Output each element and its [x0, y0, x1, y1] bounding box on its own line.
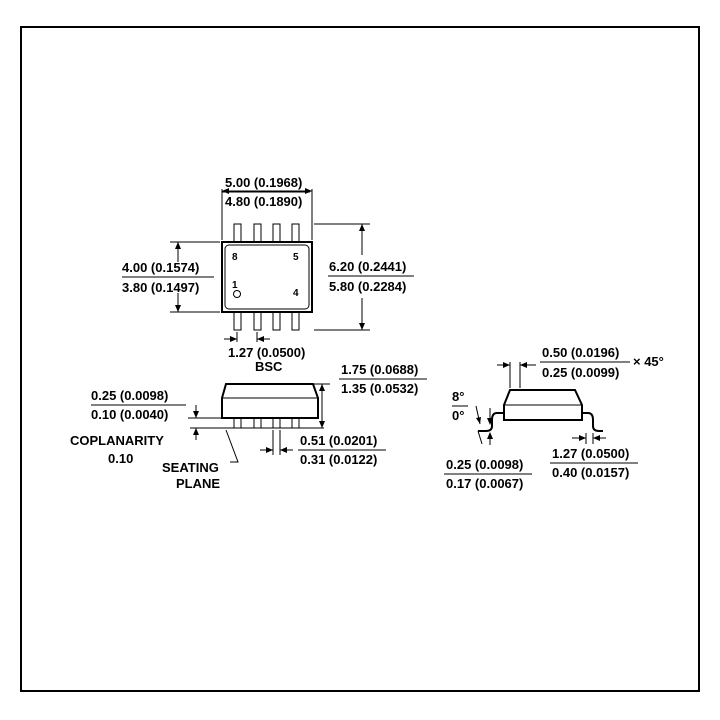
pitch-bsc-label: BSC: [255, 359, 283, 374]
height-min-label: 1.35 (0.0532): [341, 381, 418, 396]
standoff-min-label: 0.10 (0.0040): [91, 407, 168, 422]
pin-bottom-4: [291, 311, 300, 331]
seating-label: SEATING: [162, 460, 219, 475]
package-body-inner: [224, 244, 310, 310]
pin-label-4: 4: [293, 288, 299, 299]
span-max-label: 6.20 (0.2441): [329, 259, 406, 274]
lead-right: [582, 412, 603, 432]
chamfer-min-label: 0.25 (0.0099): [542, 365, 619, 380]
pin-bottom-1: [233, 311, 242, 331]
width-max-label: 4.00 (0.1574): [122, 260, 199, 275]
pin-top-2: [253, 223, 262, 243]
lead-side-2: [253, 417, 262, 429]
pin-bottom-3: [272, 311, 281, 331]
chamfer-angle-label: × 45°: [633, 354, 664, 369]
seating-plane-leader: [225, 429, 239, 463]
lead-thick-max-label: 0.25 (0.0098): [446, 457, 523, 472]
pin-bottom-2: [253, 311, 262, 331]
angle-max-label: 8°: [452, 389, 464, 404]
side-view: 0.25 (0.0098) 0.10 (0.0040) COPLANARITY …: [70, 362, 427, 491]
lead-thick-min-label: 0.17 (0.0067): [446, 476, 523, 491]
standoff-max-label: 0.25 (0.0098): [91, 388, 168, 403]
foot-min-label: 0.40 (0.0157): [552, 465, 629, 480]
lead-side-3: [272, 417, 281, 429]
span-min-label: 5.80 (0.2284): [329, 279, 406, 294]
lead-side-1: [233, 417, 242, 429]
chamfer-max-label: 0.50 (0.0196): [542, 345, 619, 360]
pin-top-4: [291, 223, 300, 243]
drawing-frame: [20, 26, 700, 692]
top-view: 8 5 1 4 5.00 (0.1968) 4.80 (0.1890) 4.00…: [122, 175, 414, 374]
package-body-side: [221, 383, 319, 419]
pin-top-1: [233, 223, 242, 243]
height-max-label: 1.75 (0.0688): [341, 362, 418, 377]
lead-left: [478, 412, 504, 432]
lead-width-min-label: 0.31 (0.0122): [300, 452, 377, 467]
lead-side-4: [291, 417, 300, 429]
pin1-indicator: [233, 290, 241, 298]
width-min-label: 3.80 (0.1497): [122, 280, 199, 295]
plane-label: PLANE: [176, 476, 220, 491]
package-body-top: [221, 241, 313, 313]
pin-label-8: 8: [232, 252, 238, 263]
lead-width-max-label: 0.51 (0.0201): [300, 433, 377, 448]
coplanarity-label: COPLANARITY: [70, 433, 164, 448]
coplanarity-value: 0.10: [108, 451, 133, 466]
pin-label-5: 5: [293, 252, 299, 263]
foot-max-label: 1.27 (0.0500): [552, 446, 629, 461]
length-min-label: 4.80 (0.1890): [225, 194, 302, 209]
pitch-label: 1.27 (0.0500): [228, 345, 305, 360]
pin-top-3: [272, 223, 281, 243]
end-view: 0.50 (0.0196) 0.25 (0.0099) × 45° 8° 0° …: [444, 345, 664, 491]
length-max-label: 5.00 (0.1968): [225, 175, 302, 190]
pin-label-1: 1: [232, 280, 238, 291]
angle-min-label: 0°: [452, 408, 464, 423]
